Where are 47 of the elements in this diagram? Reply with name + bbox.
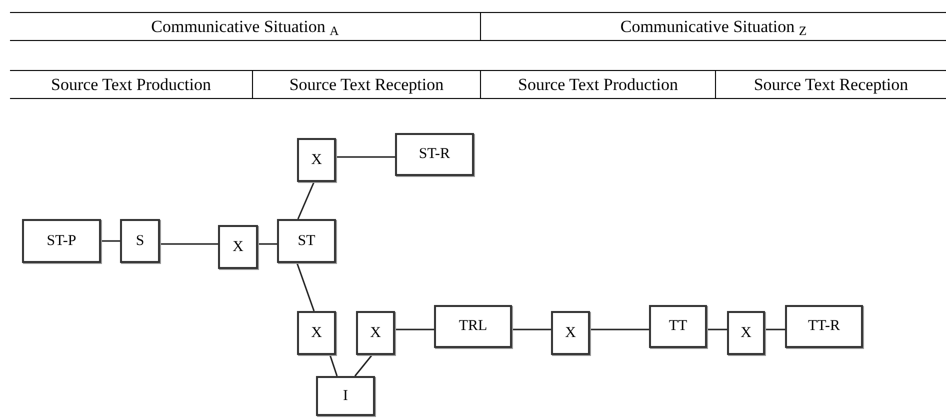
connector-line <box>258 243 277 245</box>
box-label: X <box>311 326 322 340</box>
header-cell-text: Communicative Situation $_{Z}$ <box>620 18 807 35</box>
box-label: ST <box>298 234 316 248</box>
process-box <box>316 376 375 416</box>
connector-line <box>160 243 218 245</box>
connector-line <box>707 328 727 330</box>
process-box <box>785 305 863 348</box>
connector-line <box>590 328 649 330</box>
box-label: ST-R <box>418 147 450 162</box>
process-box <box>551 311 590 355</box>
process-box <box>218 225 258 269</box>
header-cell-text: Source Text Production <box>51 76 211 93</box>
process-box <box>395 133 474 176</box>
connector-line <box>765 328 785 330</box>
box-label: TT-R <box>808 319 840 334</box>
header-cell-text: Communicative Situation $_{A}$ <box>151 18 339 35</box>
box-label: TT <box>668 319 688 334</box>
process-box <box>434 305 512 348</box>
connector-line <box>329 354 338 376</box>
connector-line <box>354 354 373 376</box>
process-box <box>356 311 395 355</box>
box-label: X <box>740 326 752 340</box>
box-label: I <box>343 388 348 404</box>
box-label: X <box>232 240 244 254</box>
box-label: S <box>136 234 144 248</box>
process-box <box>22 219 101 263</box>
header-cell-text: Source Text Reception <box>289 76 444 93</box>
box-label: X <box>565 326 576 340</box>
process-box <box>649 305 707 348</box>
connector-line <box>297 182 315 220</box>
process-box <box>297 138 336 182</box>
header-cell-text: Source Text Reception <box>754 76 908 93</box>
box-label: TRL <box>458 319 488 334</box>
connector-line <box>512 328 551 330</box>
connector-line <box>101 240 120 242</box>
process-box <box>120 219 160 263</box>
process-box <box>727 311 765 355</box>
connector-line <box>296 262 315 312</box>
connector-line <box>336 156 395 158</box>
box-label: X <box>311 152 322 168</box>
process-box <box>297 311 336 355</box>
box-label: X <box>370 326 381 340</box>
header-cell-text: Source Text Production <box>518 76 678 93</box>
process-box <box>277 219 336 263</box>
box-label: ST-P <box>46 234 76 248</box>
connector-line <box>395 328 434 330</box>
